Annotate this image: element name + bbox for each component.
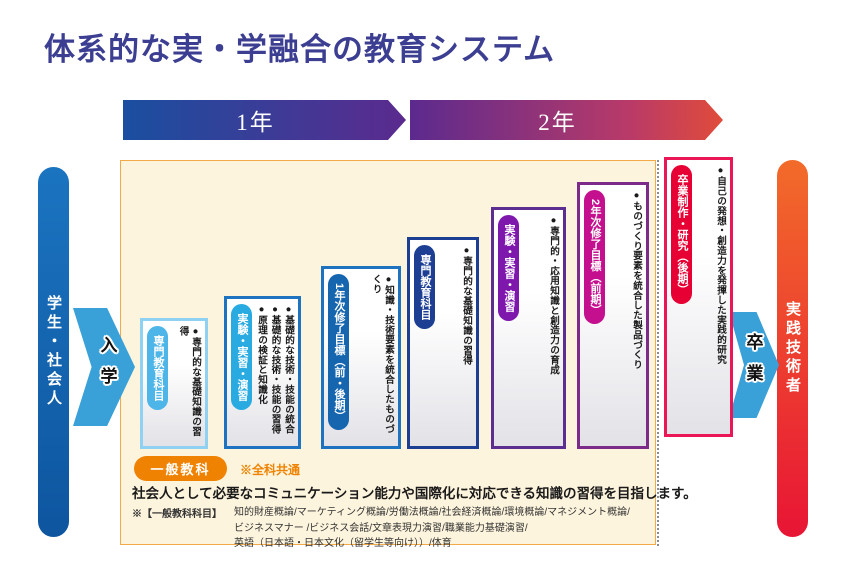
subjects-list-label: ※【一般教科科目】 bbox=[132, 509, 222, 520]
box-bullet: ●ものづくり要素を統合した製品づくり bbox=[631, 190, 642, 370]
box-title-pill: 2年次修了目標（前期） bbox=[584, 190, 605, 325]
year1-arrow: 1年 bbox=[123, 100, 406, 140]
box-title-pill: 実験・実習・演習 bbox=[498, 215, 519, 321]
curriculum-box-practice-1: 実験・実習・演習 ●基礎的な技術・技能の統合 ●基礎的な技術・技能の習得 ●原理… bbox=[224, 296, 301, 449]
engineers-rail-label: 実践技術者 bbox=[784, 301, 801, 396]
subjects-line: ビジネスマナー /ビジネス会話/文章表現力演習/職業能力基礎演習/ bbox=[234, 522, 528, 534]
subjects-line: 知的財産概論/マーケティング概論/労働法概論/社会経済概論/環境概論/マネジメン… bbox=[234, 507, 630, 518]
students-rail-label: 学生・社会人 bbox=[45, 295, 62, 409]
box-bullet: ●自己の発想・創造力を発揮した実践的研究 bbox=[715, 165, 726, 365]
curriculum-box-year2-goal: 2年次修了目標（前期） ●ものづくり要素を統合した製品づくり bbox=[577, 182, 649, 449]
exit-arrow-label: 卒業 bbox=[743, 333, 763, 395]
box-title-pill: 1年次修了目標（前・後期） bbox=[328, 274, 349, 431]
box-title-pill: 専門教育科目 bbox=[414, 245, 435, 329]
box-bullet: ●専門的な基礎知識の習得 bbox=[461, 245, 472, 366]
box-title-pill: 卒業制作・研究（後期） bbox=[671, 165, 692, 304]
curriculum-box-graduation-research: 卒業制作・研究（後期） ●自己の発想・創造力を発揮した実践的研究 bbox=[664, 157, 733, 437]
curriculum-box-specialized-1: 専門教育科目 ●専門的な基礎知識の習得 bbox=[140, 318, 208, 449]
box-bullet: ●専門的な基礎知識の習得 bbox=[177, 326, 201, 437]
year2-arrow: 2年 bbox=[410, 100, 723, 140]
box-title-pill: 専門教育科目 bbox=[147, 326, 168, 410]
year2-label: 2年 bbox=[538, 110, 577, 135]
box-title-pill: 実験・実習・演習 bbox=[231, 304, 252, 410]
box-bullet: ●知識・技術要素を統合したものづくり bbox=[370, 274, 394, 434]
entry-arrow-label: 入学 bbox=[97, 336, 117, 398]
curriculum-box-year1-goal: 1年次修了目標（前・後期） ●知識・技術要素を統合したものづくり bbox=[321, 266, 401, 449]
box-bullet: ●基礎的な技術・技能の習得 bbox=[269, 304, 281, 435]
page-title: 体系的な実・学融合の教育システム bbox=[44, 32, 556, 67]
all-departments-note: ※全科共通 bbox=[240, 463, 301, 477]
curriculum-box-specialized-2: 専門教育科目 ●専門的な基礎知識の習得 bbox=[407, 237, 479, 449]
box-bullet: ●専門的・応用知識と創造力の育成 bbox=[548, 215, 559, 375]
general-subjects-badge: 一般教科 bbox=[134, 456, 227, 481]
subjects-line: 英語（日本語・日本文化（留学生等向け））/体育 bbox=[234, 538, 452, 549]
curriculum-box-practice-2: 実験・実習・演習 ●専門的・応用知識と創造力の育成 bbox=[491, 207, 566, 449]
dashed-divider bbox=[657, 160, 659, 546]
box-bullet: ●基礎的な技術・技能の統合 bbox=[283, 304, 294, 435]
engineers-rail: 実践技術者 bbox=[777, 160, 808, 537]
general-subjects-list: ※【一般教科科目】 知的財産概論/マーケティング概論/労働法概論/社会経済概論/… bbox=[132, 505, 630, 552]
year1-label: 1年 bbox=[236, 110, 275, 135]
general-subjects-lead: 社会人として必要なコミュニケーション能力や国際化に対応できる知識の習得を目指しま… bbox=[132, 486, 697, 501]
box-bullet: ●原理の検証と知識化 bbox=[256, 304, 268, 405]
students-rail: 学生・社会人 bbox=[38, 167, 69, 537]
